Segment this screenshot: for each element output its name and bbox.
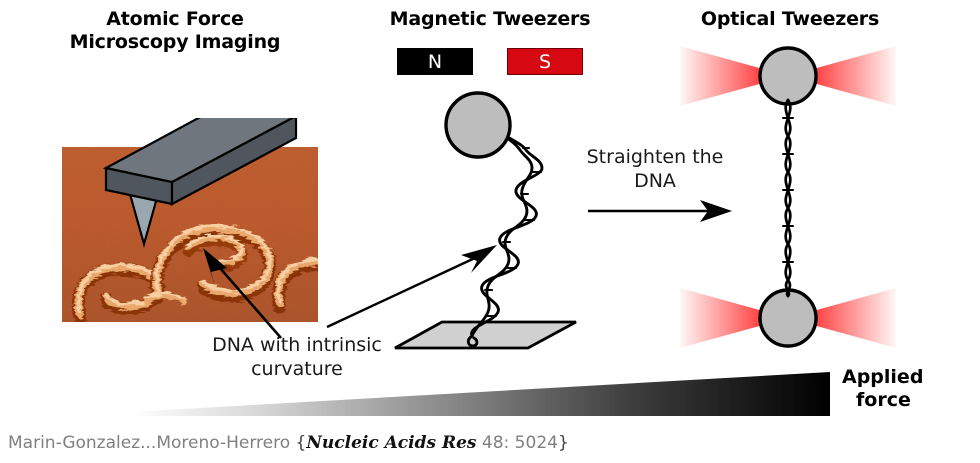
mt-flow-cell-surface: [394, 320, 577, 350]
afm-to-mt-arrow-svg: [326, 245, 497, 329]
optical-tweezers-title: Optical Tweezers: [700, 8, 880, 30]
optical-tweezers-svg: [680, 46, 896, 348]
ot-dna-molecule: [782, 98, 794, 298]
optical-trap-bottom: [680, 288, 896, 348]
afm-cantilever: [100, 100, 300, 249]
transition-label: Straighten the DNA: [575, 146, 735, 194]
optical-tweezers-diagram: [670, 38, 910, 358]
applied-force-line-1: Applied: [842, 366, 924, 388]
magnet-south-pole[interactable]: S: [507, 48, 583, 75]
laser-beam-bottom-right: [788, 288, 896, 348]
magnetic-tweezers-diagram: [380, 90, 590, 365]
ot-bead-top: [758, 46, 818, 106]
citation-volume-page: 48: 5024: [476, 433, 558, 453]
afm-annotation-line-1: DNA with intrinsic: [212, 334, 382, 356]
citation-authors: Marin-Gonzalez...Moreno-Herrero: [8, 433, 296, 453]
afm-cantilever-svg: [102, 100, 300, 249]
ot-bead-bottom: [758, 288, 818, 348]
applied-force-wedge-svg: [130, 372, 830, 416]
transition-label-line-1: Straighten the: [586, 146, 724, 168]
citation-open-brace: {: [295, 433, 307, 453]
afm-annotation-label: DNA with intrinsic curvature: [172, 334, 422, 382]
applied-force-gradient-wedge: [130, 368, 830, 418]
citation-journal: Nucleic Acids Res: [306, 433, 477, 453]
laser-beam-top-right: [788, 46, 896, 106]
citation-close-brace: }: [557, 433, 569, 453]
afm-panel-title: Atomic Force Microscopy Imaging: [30, 8, 320, 54]
afm-to-magnetic-tweezers-arrow: [325, 235, 515, 330]
magnet-north-pole[interactable]: N: [397, 48, 473, 75]
mt-dna-molecule: [466, 134, 544, 348]
transition-arrow: [588, 198, 738, 224]
optical-trap-top: [680, 46, 896, 106]
afm-annotation-arrow: [185, 238, 305, 346]
afm-title-line-2: Microscopy Imaging: [69, 31, 281, 54]
transition-label-line-2: DNA: [634, 169, 676, 192]
magnetic-tweezers-title: Magnetic Tweezers: [389, 8, 591, 30]
transition-arrow-svg: [588, 200, 732, 222]
mt-magnetic-bead: [444, 91, 512, 159]
afm-annotation-line-2: curvature: [251, 357, 343, 380]
applied-force-label: Applied force: [842, 366, 980, 412]
applied-force-line-2: force: [856, 389, 911, 412]
magnetic-tweezers-svg: [394, 91, 577, 350]
citation-line: Marin-Gonzalez...Moreno-Herrero {Nucleic…: [8, 433, 569, 453]
afm-annotation-arrow-svg: [203, 248, 282, 339]
laser-beam-bottom-left: [680, 288, 788, 348]
laser-beam-top-left: [680, 46, 788, 106]
afm-title-line-1: Atomic Force: [106, 8, 244, 30]
